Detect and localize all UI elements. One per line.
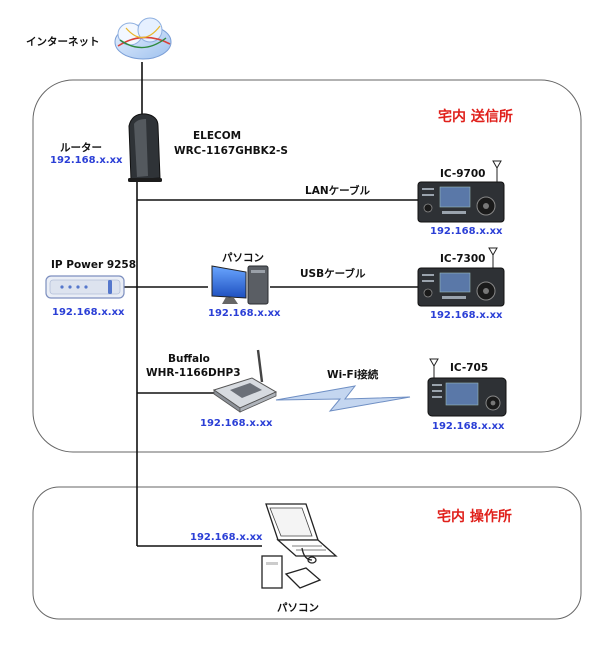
internet-cloud-icon	[114, 17, 172, 60]
pc-top-ip: 192.168.x.xx	[208, 308, 281, 319]
connection-lines	[124, 62, 418, 547]
router-model-line1: ELECOM	[193, 130, 242, 142]
pc-top-label: パソコン	[222, 252, 264, 264]
ip-power-ip: 192.168.x.xx	[52, 307, 125, 318]
radio-icon-ic7300	[417, 247, 505, 307]
ip-power-label: IP Power 9258	[51, 259, 137, 271]
router-ip: 192.168.x.xx	[50, 155, 123, 166]
router-label: ルーター	[60, 142, 102, 154]
buffalo-ip: 192.168.x.xx	[200, 418, 273, 429]
wifi-label: Wi-Fi接続	[327, 369, 379, 381]
ic9700-ip: 192.168.x.xx	[430, 226, 503, 237]
wifi-link-bolt	[275, 385, 411, 412]
ic7300-label: IC-7300	[440, 253, 486, 265]
ic7300-ip: 192.168.x.xx	[430, 310, 503, 321]
wifi-router-icon	[212, 349, 278, 413]
buffalo-label-line1: Buffalo	[168, 353, 210, 365]
radio-icon-ic9700	[417, 160, 505, 223]
laptop-icon	[261, 503, 338, 589]
zone-transmitter-box	[32, 79, 582, 453]
buffalo-label-line2: WHR-1166DHP3	[146, 367, 241, 379]
pc-bottom-label: パソコン	[277, 602, 319, 614]
pc-bottom-ip: 192.168.x.xx	[190, 532, 263, 543]
ic705-label: IC-705	[450, 362, 489, 374]
desktop-pc-icon	[211, 265, 269, 305]
zone-op-title: 宅内 操作所	[437, 509, 512, 525]
internet-label: インターネット	[26, 36, 100, 48]
zone-operation-box	[32, 486, 582, 620]
ic9700-label: IC-9700	[440, 168, 486, 180]
ip-power-icon	[45, 275, 125, 299]
router-icon	[128, 113, 162, 182]
ic705-ip: 192.168.x.xx	[432, 421, 505, 432]
usb-cable-label: USBケーブル	[300, 268, 366, 280]
radio-icon-ic705	[427, 358, 507, 417]
lan-cable-label: LANケーブル	[305, 185, 370, 197]
router-model-line2: WRC-1167GHBK2-S	[174, 145, 288, 157]
zone-tx-title: 宅内 送信所	[438, 109, 513, 125]
